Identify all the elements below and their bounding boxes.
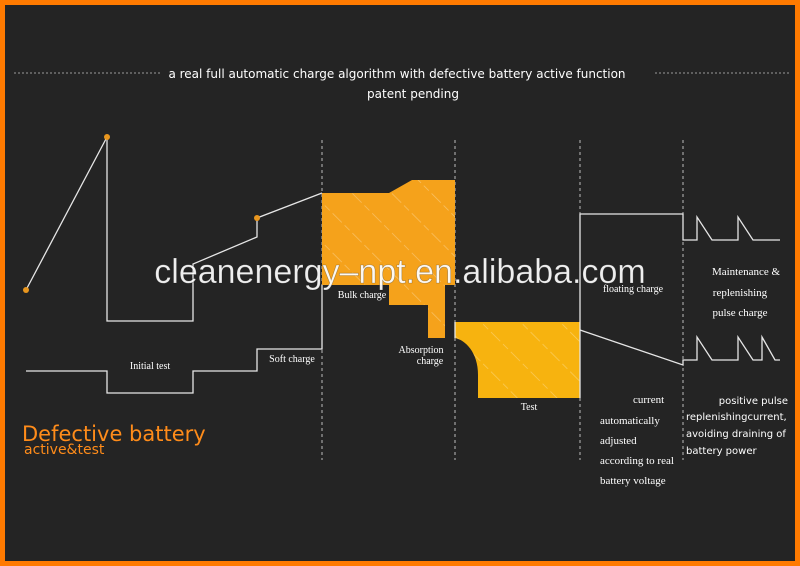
- voltage-curve-float: [579, 213, 780, 398]
- defective-battery-title: Defective battery: [22, 422, 206, 446]
- header-line-1: a real full automatic charge algorithm w…: [168, 67, 625, 81]
- voltage-point: [23, 287, 29, 293]
- label-floating-charge: floating charge: [603, 284, 664, 295]
- header-line-2: patent pending: [367, 87, 459, 101]
- note-current-2: automatically: [600, 415, 660, 427]
- label-test: Test: [521, 402, 538, 413]
- current-curve: [26, 285, 323, 394]
- voltage-point: [104, 134, 110, 140]
- note-current-4: according to real: [600, 455, 674, 467]
- note-pulse-2: replenishingcurrent,: [686, 412, 787, 423]
- defective-battery-subtitle: active&test: [24, 442, 105, 458]
- note-pulse-4: battery power: [686, 446, 757, 457]
- label-bulk-charge: Bulk charge: [338, 290, 387, 301]
- label-maintenance-2: replenishing: [713, 287, 768, 299]
- voltage-point: [254, 215, 260, 221]
- label-absorption: Absorption: [399, 345, 444, 356]
- note-pulse-3: avoiding draining of: [686, 429, 786, 440]
- note-current-1: current: [633, 394, 664, 406]
- note-pulse-1: positive pulse: [719, 396, 788, 407]
- note-current-5: battery voltage: [600, 475, 666, 487]
- voltage-curve: [25, 136, 323, 322]
- label-absorption-charge: charge: [417, 356, 444, 367]
- bulk-charge-hatch: [322, 180, 455, 338]
- label-soft-charge: Soft charge: [269, 354, 315, 365]
- label-maintenance-3: pulse charge: [712, 307, 767, 319]
- test-charge-hatch: [455, 322, 580, 398]
- label-maintenance-1: Maintenance &: [712, 266, 781, 278]
- watermark: cleanenergy–npt.en.alibaba.com: [154, 253, 645, 291]
- note-current-3: adjusted: [600, 435, 637, 447]
- label-initial-test: Initial test: [130, 361, 170, 372]
- current-curve-float: [579, 329, 780, 366]
